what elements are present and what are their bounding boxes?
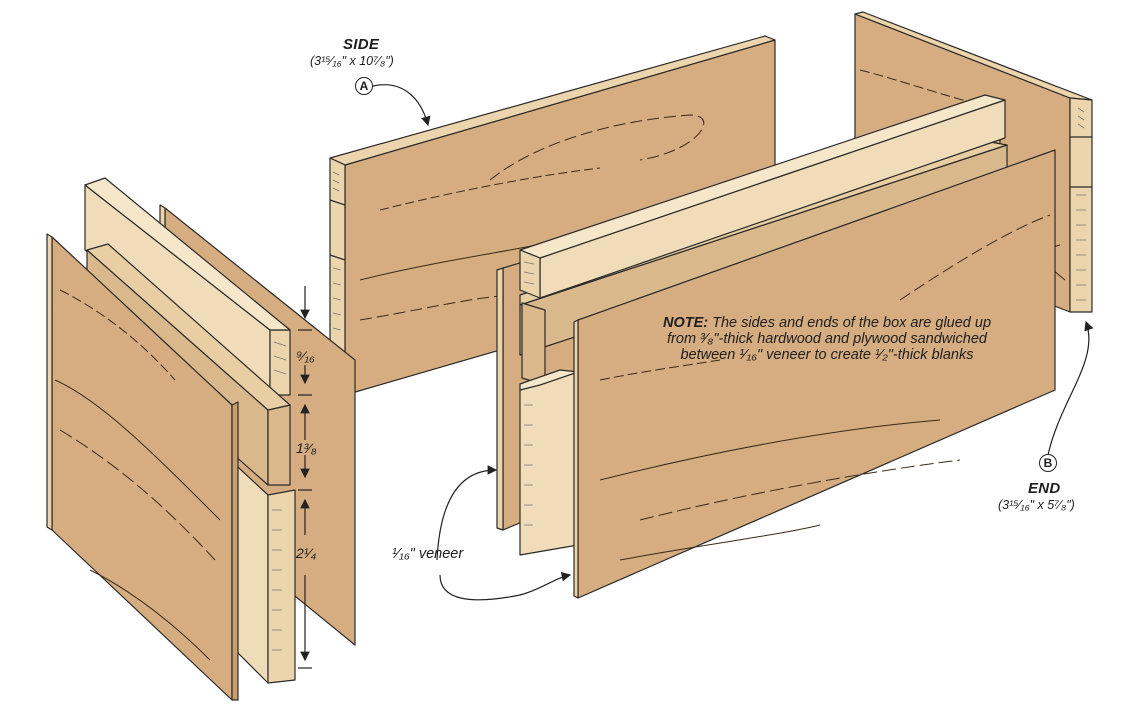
front-veneer-center xyxy=(573,149,1056,599)
end-title: END xyxy=(1028,480,1061,497)
measurement-middle: 1³⁄₈ xyxy=(296,440,317,456)
leader-veneer-top xyxy=(436,465,498,561)
note-body: The sides and ends of the box are glued … xyxy=(667,315,992,363)
hardwood-strip-lower xyxy=(519,369,579,556)
leader-side-a xyxy=(372,84,431,127)
side-piece-a xyxy=(329,35,776,396)
callout-b: B xyxy=(1039,454,1057,472)
dimension-lines xyxy=(298,286,312,669)
note-text: NOTE: The sides and ends of the box are … xyxy=(662,315,992,363)
plywood-strip-center xyxy=(521,302,546,386)
note-heading: NOTE: xyxy=(662,315,709,331)
veneer-label: ¹⁄₁₆" veneer xyxy=(392,546,464,562)
left-hardwood-top xyxy=(84,177,291,396)
measurement-bottom: 2¹⁄₄ xyxy=(296,545,317,561)
leader-veneer-bottom xyxy=(439,571,572,601)
callout-a: A xyxy=(355,77,373,95)
side-dimensions: (3¹⁵⁄₁₆" x 10⁷⁄₈") xyxy=(310,54,394,68)
left-front-veneer xyxy=(46,233,239,701)
hardwood-strip-top xyxy=(519,94,1006,299)
measurement-top: ⁹⁄₁₆ xyxy=(296,348,315,364)
side-title: SIDE xyxy=(343,36,380,53)
end-dimensions: (3¹⁵⁄₁₆" x 5⁷⁄₈") xyxy=(998,498,1075,512)
leader-end-b xyxy=(1047,320,1094,456)
